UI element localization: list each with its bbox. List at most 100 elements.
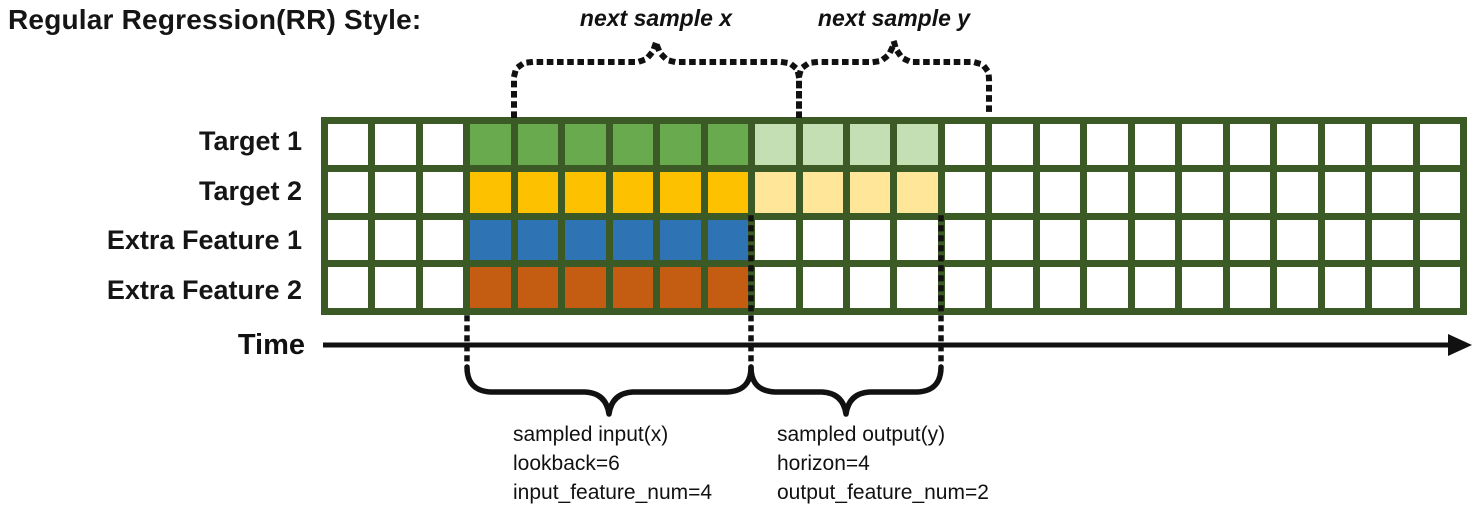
- grid-cell: [612, 219, 654, 261]
- grid-cell: [1229, 267, 1271, 308]
- grid-cell: [612, 171, 654, 213]
- grid-cell: [565, 171, 606, 213]
- grid-cell: [1229, 219, 1271, 261]
- grid-cell: [755, 124, 796, 165]
- lookback-value: lookback=6: [513, 452, 620, 475]
- grid-cell: [470, 219, 511, 261]
- grid-cell: [944, 267, 986, 308]
- grid-cell: [1134, 219, 1176, 261]
- sampled-input-note: sampled input(x) lookback=6 input_featur…: [513, 420, 712, 507]
- next-sample-y-label: next sample y: [817, 5, 971, 31]
- row-label: Extra Feature 2: [106, 274, 302, 305]
- grid-cell: [565, 267, 606, 308]
- sampled-output-title: sampled output(y): [777, 423, 946, 446]
- grid-cell: [328, 124, 369, 165]
- input-feature-num-value: input_feature_num=4: [513, 481, 713, 504]
- grid-cell: [1229, 124, 1271, 165]
- grid-cell: [1182, 171, 1223, 213]
- grid-cell: [422, 267, 464, 308]
- grid-cell: [755, 171, 796, 213]
- grid-cell: [470, 267, 511, 308]
- grid-cell: [1324, 267, 1366, 308]
- grid-cell: [802, 267, 844, 308]
- grid-cell: [1039, 219, 1081, 261]
- grid-cell: [755, 219, 796, 261]
- grid-cell: [660, 124, 701, 165]
- grid-cell: [660, 219, 701, 261]
- grid-cell: [850, 124, 891, 165]
- grid-cell: [897, 124, 938, 165]
- row-label: Target 1: [198, 126, 302, 157]
- grid-cell: [850, 267, 891, 308]
- time-axis-label: Time: [237, 329, 305, 361]
- grid-cell: [1229, 171, 1271, 213]
- grid-cell: [707, 219, 749, 261]
- grid-cell: [897, 267, 938, 308]
- grid-cell: [565, 124, 606, 165]
- grid-cell: [1039, 124, 1081, 165]
- sampled-output-brace: [748, 364, 944, 417]
- grid-cell: [470, 171, 511, 213]
- grid-cell: [470, 124, 511, 165]
- grid-cell: [1372, 219, 1413, 261]
- grid-cell: [1324, 124, 1366, 165]
- grid-cell: [1087, 267, 1128, 308]
- grid-cell: [1134, 267, 1176, 308]
- grid-cell: [1277, 171, 1318, 213]
- grid-cell: [1324, 219, 1366, 261]
- grid-cell: [897, 219, 938, 261]
- next-sample-y-brace: [796, 41, 992, 118]
- grid-cell: [1324, 171, 1366, 213]
- grid-cell: [992, 171, 1033, 213]
- output-feature-num-value: output_feature_num=2: [777, 481, 989, 504]
- time-axis-arrowhead: [1448, 334, 1472, 356]
- grid-cell: [1419, 124, 1460, 165]
- grid-cell: [1277, 124, 1318, 165]
- grid-cell: [897, 171, 938, 213]
- grid-cell: [802, 124, 844, 165]
- grid-cell: [1087, 219, 1128, 261]
- grid-cell: [328, 267, 369, 308]
- grid-cell: [850, 171, 891, 213]
- horizon-value: horizon=4: [777, 452, 870, 475]
- grid-cell: [660, 171, 701, 213]
- grid-cell: [375, 219, 416, 261]
- grid-cell: [850, 219, 891, 261]
- grid-cell: [1182, 267, 1223, 308]
- grid-cell: [802, 171, 844, 213]
- grid-cell: [1372, 171, 1413, 213]
- grid-cell: [612, 124, 654, 165]
- grid-cell: [802, 219, 844, 261]
- grid-cell: [1134, 171, 1176, 213]
- grid-cell: [1277, 267, 1318, 308]
- grid-cell: [755, 267, 796, 308]
- grid-cell: [992, 124, 1033, 165]
- grid-cell: [1087, 171, 1128, 213]
- grid-cell: [375, 267, 416, 308]
- grid-cell: [992, 267, 1033, 308]
- sampled-input-title: sampled input(x): [513, 423, 669, 446]
- next-sample-x-brace: [511, 41, 802, 118]
- grid-cell: [517, 219, 559, 261]
- grid-cell: [612, 267, 654, 308]
- grid-cell: [1039, 267, 1081, 308]
- grid-cell: [565, 219, 606, 261]
- grid-cell: [1277, 219, 1318, 261]
- grid-cell: [1182, 219, 1223, 261]
- grid-cell: [1134, 124, 1176, 165]
- grid-cell: [328, 171, 369, 213]
- grid-cell: [944, 219, 986, 261]
- row-label: Extra Feature 1: [106, 225, 302, 256]
- row-label: Target 2: [198, 175, 302, 206]
- next-sample-x-label: next sample x: [579, 5, 733, 31]
- grid-cell: [422, 219, 464, 261]
- grid-cell: [517, 171, 559, 213]
- sample-grid: [321, 117, 1467, 315]
- grid-cell: [707, 171, 749, 213]
- grid-cell: [517, 124, 559, 165]
- grid-cell: [1419, 171, 1460, 213]
- grid-cell: [517, 267, 559, 308]
- grid-cell: [1087, 124, 1128, 165]
- grid-cell: [422, 124, 464, 165]
- grid-cell: [707, 124, 749, 165]
